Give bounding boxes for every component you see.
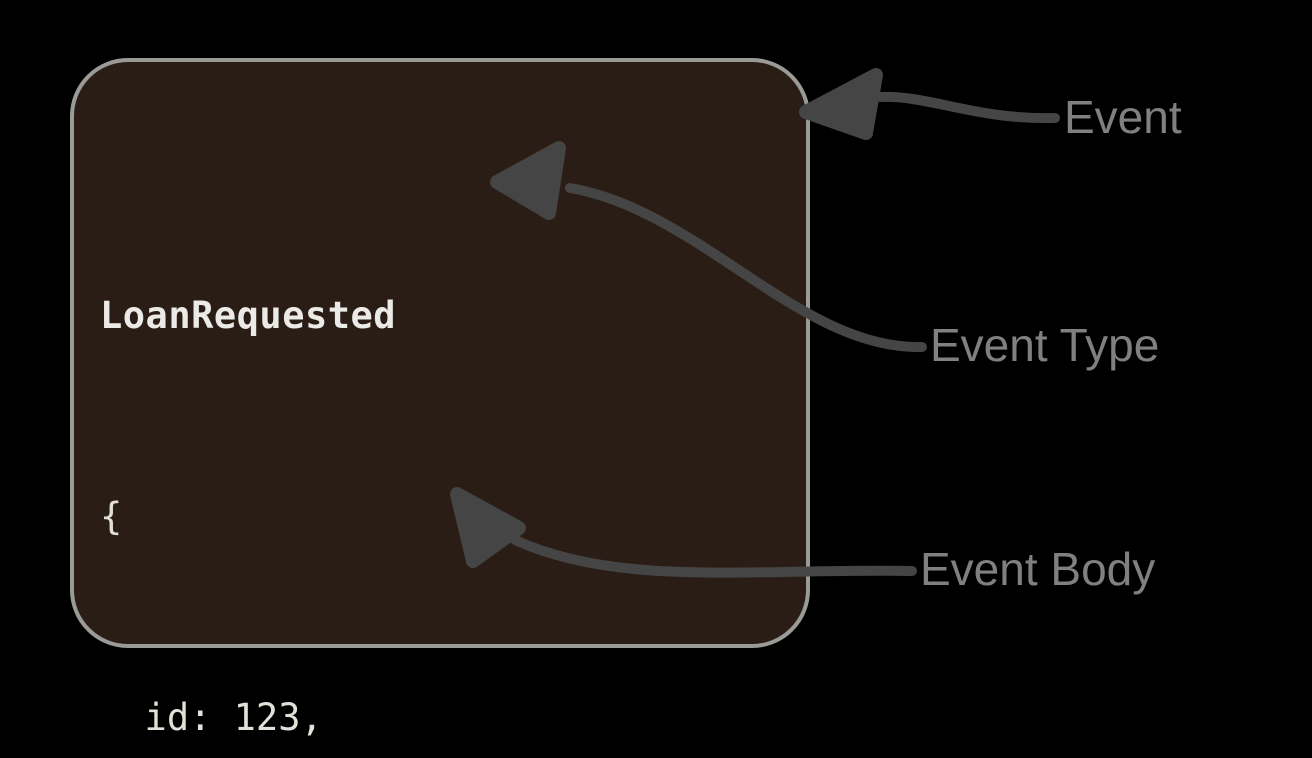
event-card: LoanRequested { id: 123, amount: 100, bo… — [70, 58, 810, 739]
event-body-open-brace: { — [100, 495, 123, 538]
annotation-label-event-type: Event Type — [930, 319, 1160, 371]
annotation-label-event: Event — [1064, 91, 1182, 143]
annotation-label-event-body: Event Body — [920, 543, 1156, 595]
event-arrowhead — [799, 68, 883, 140]
event-code-block: LoanRequested { id: 123, amount: 100, bo… — [100, 148, 800, 758]
event-body-field-id: id: 123, — [100, 696, 323, 739]
event-connector — [799, 68, 1060, 140]
event-type-line: LoanRequested — [100, 294, 397, 337]
